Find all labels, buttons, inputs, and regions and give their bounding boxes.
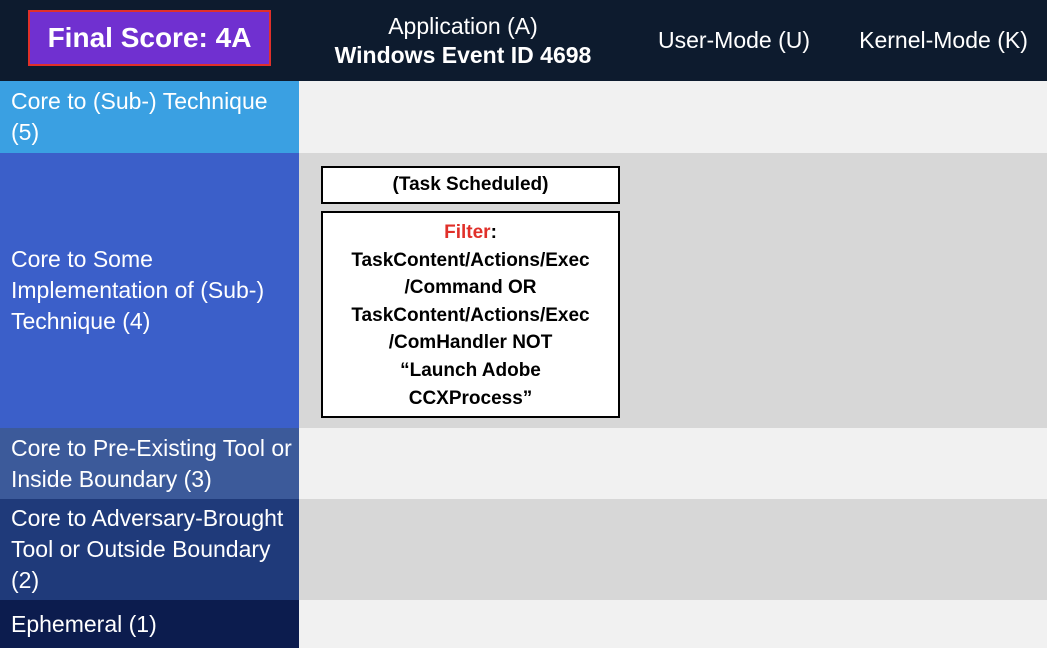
row-band-level-2 (299, 499, 1047, 600)
task-scheduled-box: (Task Scheduled) (321, 166, 620, 204)
row-label-text: Ephemeral (1) (11, 610, 157, 637)
final-score-badge: Final Score: 4A (28, 10, 271, 66)
column-header-user-mode: User-Mode (U) (657, 27, 811, 53)
row-label-level-5: Core to (Sub-) Technique (5) (0, 81, 299, 153)
filter-line: TaskContent/Actions/Exec (351, 304, 590, 326)
filter-line: CCXProcess” (408, 387, 533, 409)
filter-line: /Command OR (404, 277, 537, 299)
row-label-text: Core to Adversary-Brought Tool or Outsid… (11, 505, 284, 593)
filter-colon: : (490, 222, 497, 243)
filter-box: Filter: TaskContent/Actions/Exec /Comman… (321, 211, 620, 418)
column-header-application: Application (A) Windows Event ID 4698 (300, 12, 626, 70)
row-label-text: Core to Pre-Existing Tool or Inside Boun… (11, 434, 292, 492)
filter-line: “Launch Adobe (400, 359, 541, 381)
filter-label: Filter (444, 222, 491, 243)
row-label-level-2: Core to Adversary-Brought Tool or Outsid… (0, 499, 299, 600)
row-band-level-5 (299, 81, 1047, 153)
column-header-kernel-mode: Kernel-Mode (K) (859, 27, 1028, 53)
header-row: Final Score: 4A Application (A) Windows … (0, 0, 1047, 81)
filter-line: TaskContent/Actions/Exec (351, 249, 590, 271)
filter-heading: Filter: (323, 219, 618, 247)
row-band-level-1 (299, 600, 1047, 648)
row-label-level-3: Core to Pre-Existing Tool or Inside Boun… (0, 428, 299, 499)
application-label: Application (A) (388, 13, 538, 39)
filter-line: /ComHandler NOT (388, 332, 553, 354)
row-label-text: Core to Some Implementation of (Sub-) Te… (11, 246, 265, 334)
row-label-level-1: Ephemeral (1) (0, 600, 299, 648)
row-label-level-4: Core to Some Implementation of (Sub-) Te… (0, 153, 299, 428)
row-label-text: Core to (Sub-) Technique (5) (11, 88, 268, 145)
row-band-level-3 (299, 428, 1047, 499)
application-event-id: Windows Event ID 4698 (334, 42, 592, 68)
